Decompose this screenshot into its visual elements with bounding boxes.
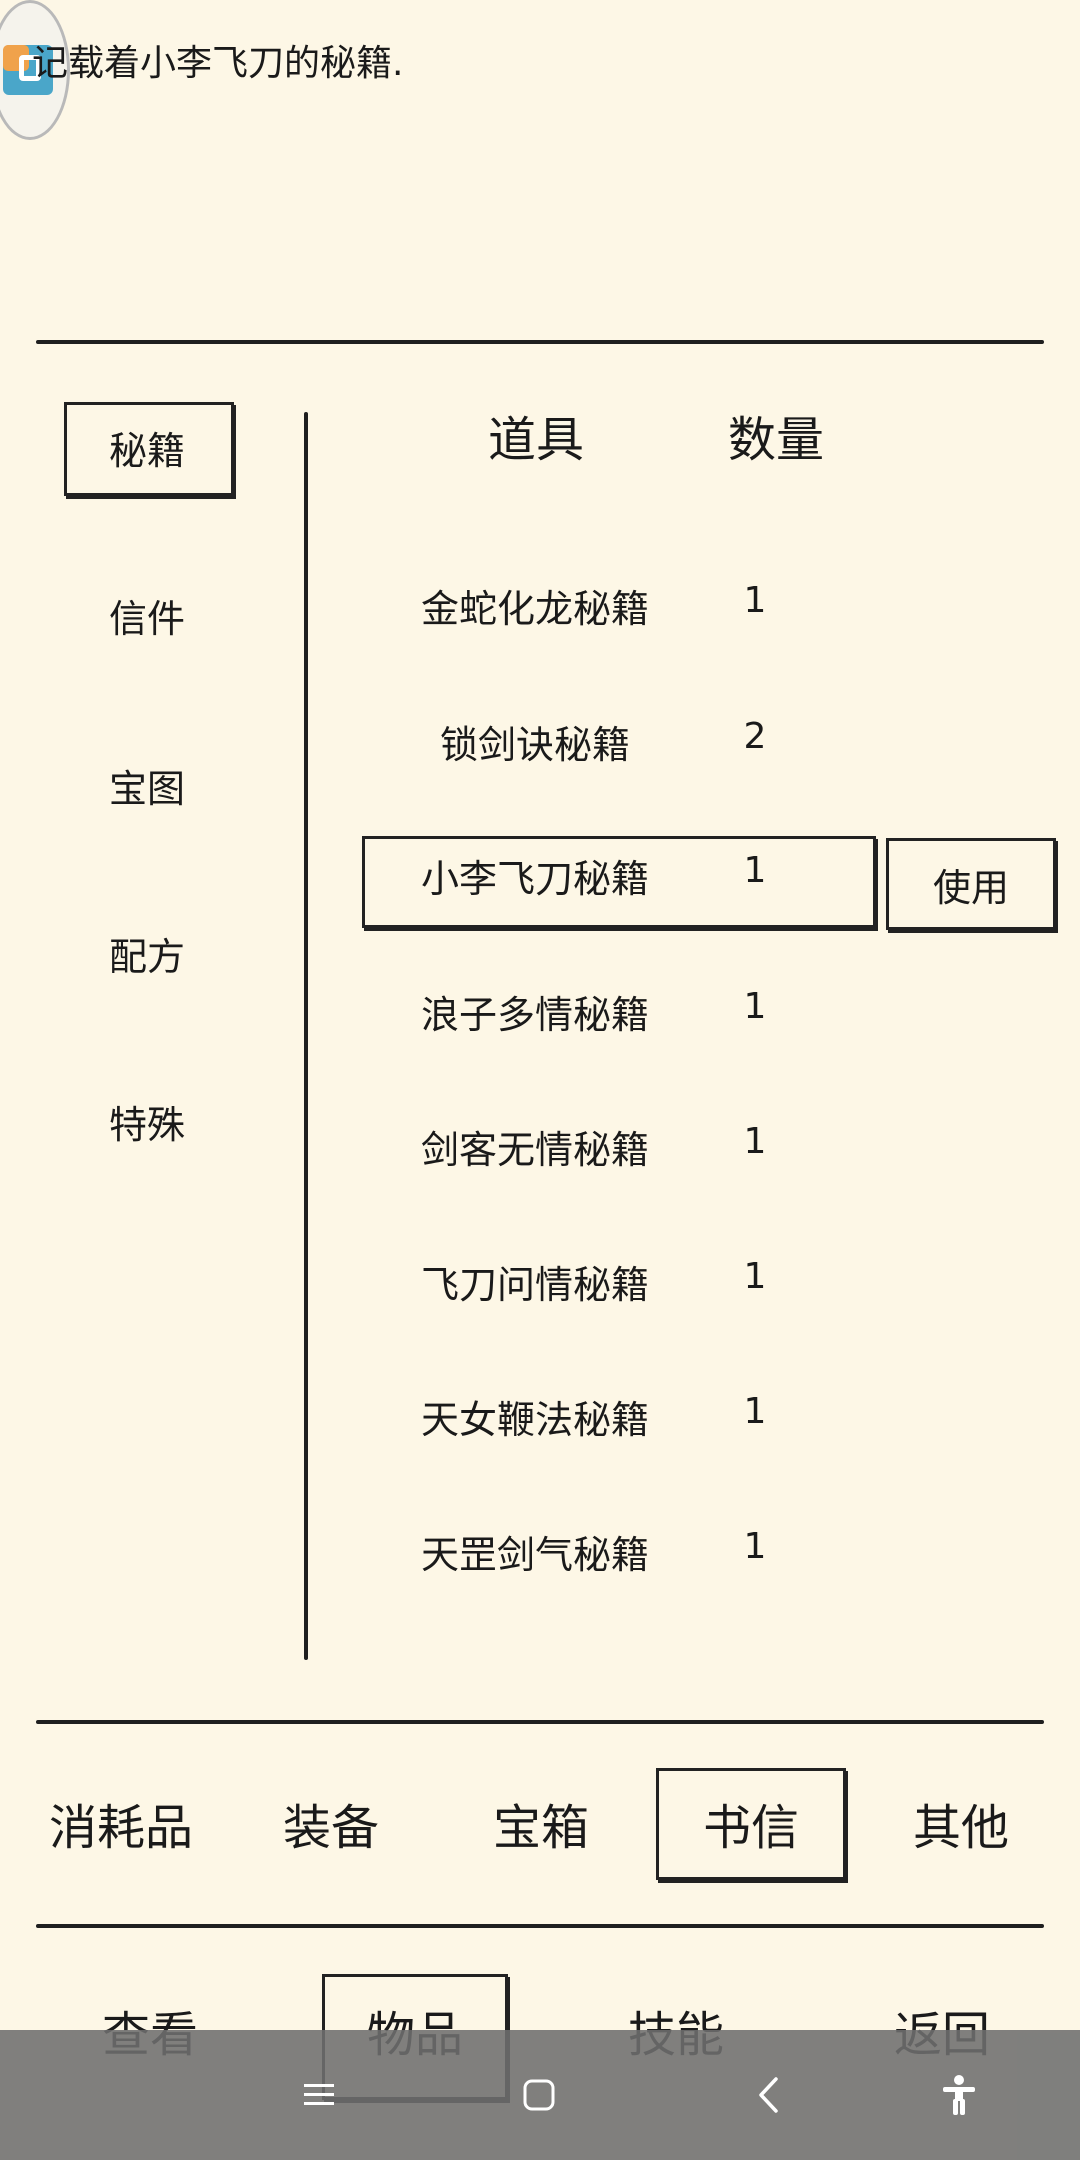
item-quantity: 1 xyxy=(743,1391,767,1432)
item-name: 天罡剑气秘籍 xyxy=(420,1533,649,1577)
tab-books-letters[interactable]: 书信 xyxy=(702,1800,799,1856)
category-selected-frame xyxy=(64,402,234,496)
item-name: 金蛇化龙秘籍 xyxy=(420,587,649,631)
back-icon[interactable] xyxy=(734,2030,804,2160)
item-quantity: 2 xyxy=(743,716,767,757)
item-quantity: 1 xyxy=(743,1526,767,1567)
item-row[interactable]: 天女鞭法秘籍 1 xyxy=(365,1369,875,1459)
item-description: 记载着小李飞刀的秘籍. xyxy=(32,43,404,84)
item-row[interactable]: 飞刀问情秘籍 1 xyxy=(365,1234,875,1324)
item-name: 锁剑诀秘籍 xyxy=(439,723,630,767)
column-divider xyxy=(304,412,308,1660)
tab-consumables[interactable]: 消耗品 xyxy=(48,1800,193,1856)
selected-item-frame xyxy=(362,836,876,928)
category-mijie[interactable]: 秘籍 xyxy=(108,428,185,473)
app-logo xyxy=(3,45,53,95)
category-teshu[interactable]: 特殊 xyxy=(108,1102,185,1147)
home-icon[interactable] xyxy=(504,2030,574,2160)
category-xinjian[interactable]: 信件 xyxy=(108,596,185,641)
use-button[interactable]: 使用 xyxy=(886,838,1056,930)
item-quantity: 1 xyxy=(743,580,767,621)
category-baotu[interactable]: 宝图 xyxy=(108,766,185,811)
item-row[interactable]: 金蛇化龙秘籍 1 xyxy=(365,558,875,648)
item-name: 天女鞭法秘籍 xyxy=(420,1398,649,1442)
bottom-divider xyxy=(36,1924,1044,1928)
middle-divider xyxy=(36,1720,1044,1724)
category-peifang[interactable]: 配方 xyxy=(108,934,185,979)
top-divider xyxy=(36,340,1044,344)
item-row[interactable]: 锁剑诀秘籍 2 xyxy=(365,694,875,784)
item-name: 剑客无情秘籍 xyxy=(420,1128,649,1172)
item-row[interactable]: 天罡剑气秘籍 1 xyxy=(365,1504,875,1594)
header-item: 道具 xyxy=(488,412,585,468)
accessibility-icon[interactable] xyxy=(924,2030,994,2160)
item-row[interactable]: 浪子多情秘籍 1 xyxy=(365,964,875,1054)
item-quantity: 1 xyxy=(743,1256,767,1297)
tab-equipment[interactable]: 装备 xyxy=(282,1800,379,1856)
system-navigation-bar xyxy=(0,2030,1080,2160)
tab-other[interactable]: 其他 xyxy=(912,1800,1009,1856)
item-name: 小李飞刀秘籍 xyxy=(420,857,649,901)
floating-assistant-icon[interactable] xyxy=(0,0,70,140)
tab-chests[interactable]: 宝箱 xyxy=(492,1800,589,1856)
item-quantity: 1 xyxy=(743,1121,767,1162)
tab-selected-frame xyxy=(656,1768,846,1880)
item-quantity: 1 xyxy=(743,850,767,891)
item-name: 浪子多情秘籍 xyxy=(420,993,649,1037)
item-quantity: 1 xyxy=(743,986,767,1027)
item-row-selected[interactable]: 小李飞刀秘籍 1 xyxy=(365,828,875,918)
menu-icon[interactable] xyxy=(284,2030,354,2160)
item-row[interactable]: 剑客无情秘籍 1 xyxy=(365,1099,875,1189)
header-quantity: 数量 xyxy=(728,412,825,468)
item-name: 飞刀问情秘籍 xyxy=(420,1263,649,1307)
